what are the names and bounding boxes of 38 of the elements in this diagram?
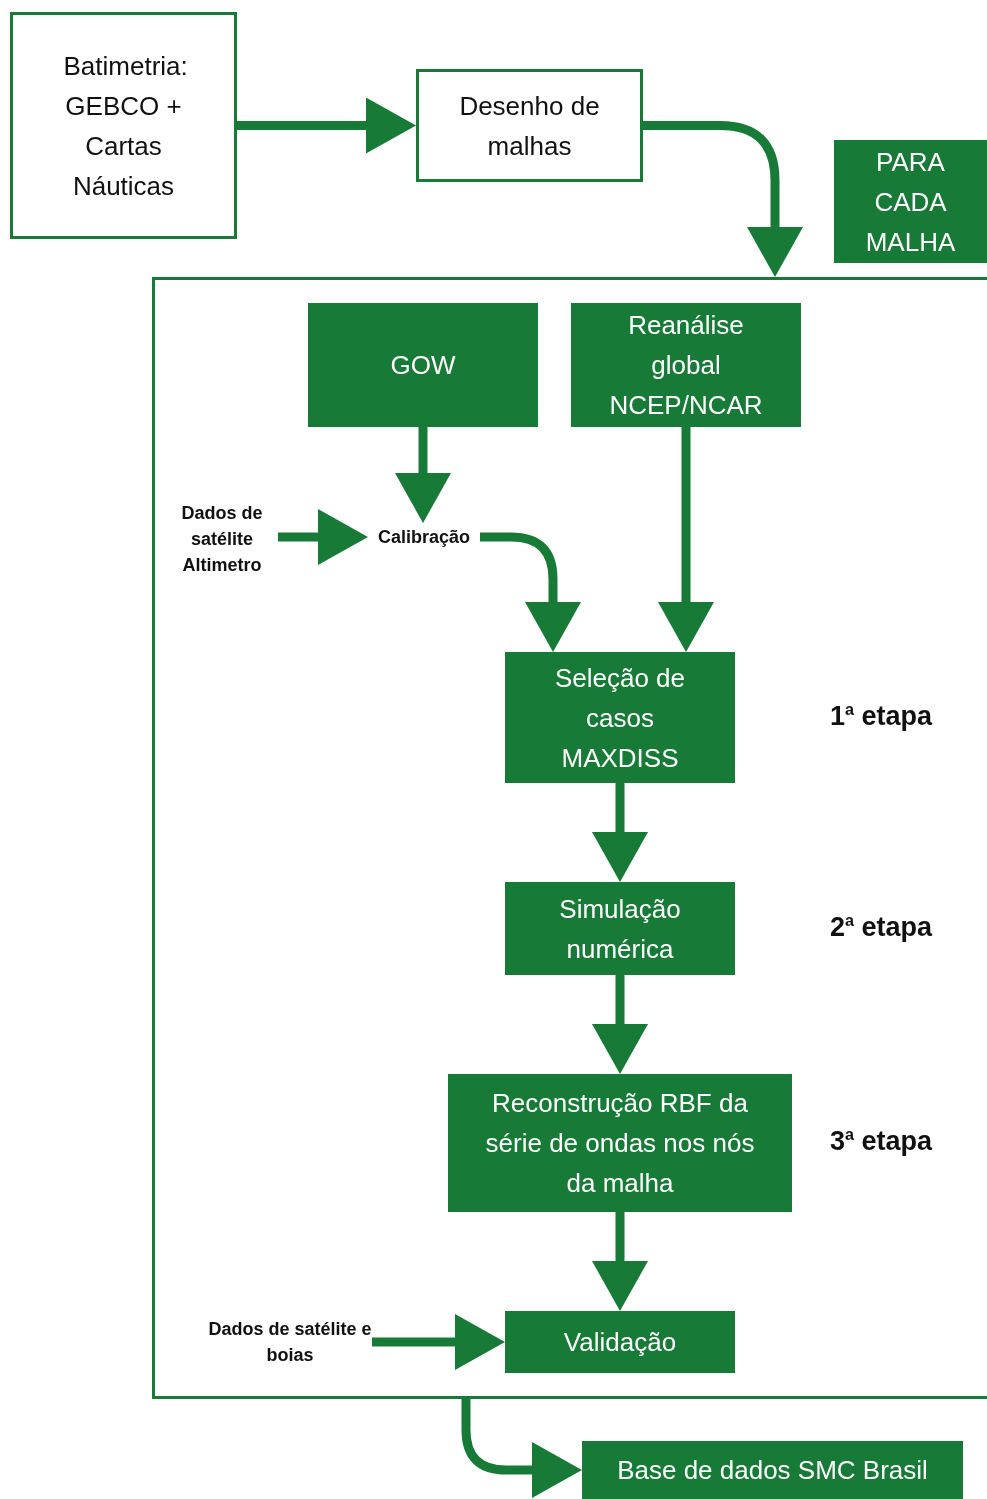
box-text: Seleção de casos MAXDISS [553, 661, 687, 775]
box-text: Simulação numérica [558, 892, 682, 966]
process-box [505, 1311, 735, 1373]
arrow [480, 532, 581, 652]
input-label: Dados de satélite Altimetro [166, 497, 278, 581]
box-text: GOW [390, 349, 456, 382]
arrow [658, 427, 714, 652]
group-label-box [834, 140, 987, 263]
process-box [505, 882, 735, 975]
arrow [237, 97, 416, 154]
stage-label: 2$^{a}$ etapa [830, 910, 933, 943]
arrow [372, 1314, 505, 1370]
process-box [582, 1441, 963, 1499]
box-text: PARA CADA MALHA [864, 145, 957, 259]
stage-label: 3$^{a}$ etapa [830, 1125, 933, 1157]
arrow [592, 783, 648, 882]
stage-label: 1$^{a}$ etapa [830, 699, 933, 732]
process-box [416, 69, 643, 182]
arrow [592, 975, 648, 1074]
process-box [308, 303, 538, 427]
process-box [571, 303, 801, 427]
input-label: Calibração [368, 523, 480, 551]
arrow [278, 509, 368, 565]
arrow [592, 1212, 648, 1311]
box-text: Reconstrução RBF da série de ondas nos nós da malha [484, 1087, 756, 1200]
group-frame [152, 277, 987, 1399]
box-text: Base de dados SMC Brasil [617, 1454, 928, 1487]
box-text: Validação [563, 1326, 677, 1359]
box-text: Desenho de malhas [458, 89, 601, 163]
box-text: Reanálise global NCEP/NCAR [608, 309, 764, 422]
input-label: Dados de satélite e boias [208, 1316, 372, 1368]
arrow [395, 427, 451, 523]
arrow [461, 1399, 582, 1498]
process-box [448, 1074, 792, 1212]
process-box [10, 12, 237, 239]
process-box [505, 652, 735, 783]
box-text: Batimetria: GEBCO + Cartas Náuticas [63, 49, 184, 203]
arrow [643, 121, 803, 277]
